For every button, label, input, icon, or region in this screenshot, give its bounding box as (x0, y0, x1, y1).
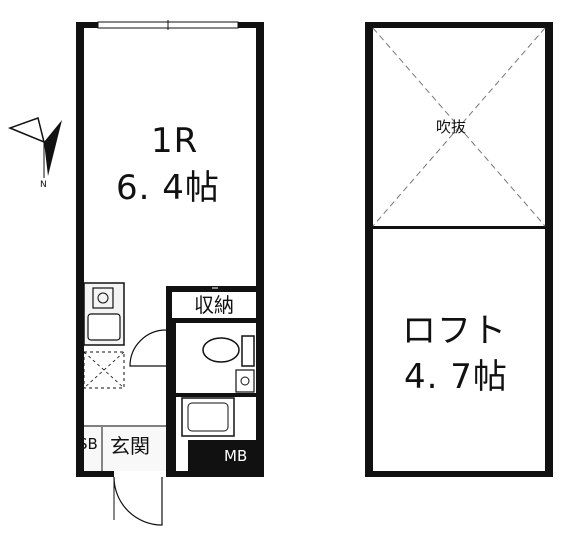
meter-box-label: MB (224, 447, 248, 465)
compass-icon (7, 117, 62, 178)
room-name: 1R (151, 121, 199, 161)
loft-floor-walls (365, 22, 553, 477)
room-area: 6. 4帖 (116, 168, 220, 208)
toilet-fixture (202, 335, 255, 367)
loft-name: ロフト (402, 311, 507, 351)
storage-label: 収納 (194, 293, 234, 317)
entrance-label: 玄関 (110, 434, 150, 458)
bathtub-fixture (181, 369, 255, 437)
entrance-area (84, 425, 166, 471)
compass-north-label: N (40, 180, 47, 190)
void-cross-lines (372, 27, 546, 227)
door-swings (113, 329, 167, 526)
main-floor-walls (76, 20, 264, 477)
void-label: 吹抜 (436, 118, 467, 136)
loft-area: 4. 7帖 (404, 357, 508, 397)
shoe-box-label: SB (78, 435, 98, 453)
kitchen-unit (83, 282, 125, 389)
